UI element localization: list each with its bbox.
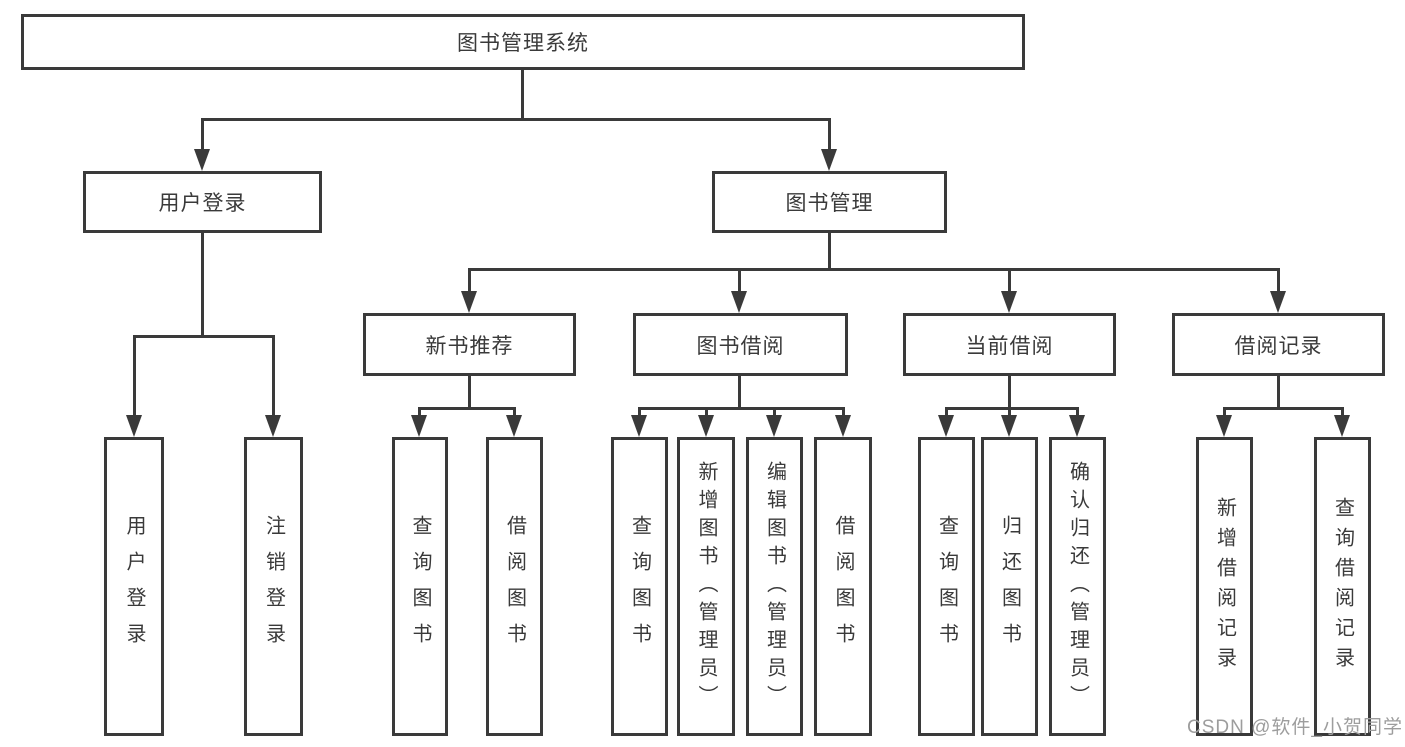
arrow-down-icon	[194, 149, 210, 171]
node-new-book-recommend-label: 新书推荐	[425, 334, 514, 358]
connector-recommend-hline	[418, 407, 516, 410]
arrow-down-icon	[506, 415, 522, 437]
leaf-query-books-current: 查询图书	[918, 437, 975, 736]
leaf-add-books-admin-label: 新增图书（管理员）	[695, 460, 717, 713]
watermark: CSDN @软件_小贺同学	[1187, 717, 1403, 738]
leaf-logout-login-label: 注销登录	[262, 514, 285, 659]
leaf-borrow-books-label: 借阅图书	[832, 514, 854, 659]
connector-leaf-drop	[1341, 407, 1344, 419]
arrow-down-icon	[1069, 415, 1085, 437]
leaf-add-borrow-record-label: 新增借阅记录	[1213, 496, 1236, 677]
connector-user-login-drop	[201, 118, 204, 151]
arrow-down-icon	[766, 415, 782, 437]
node-borrow-records-label: 借阅记录	[1234, 334, 1323, 358]
leaf-confirm-return-admin-label: 确认归还（管理员）	[1066, 460, 1089, 713]
arrow-down-icon	[461, 291, 477, 313]
connector-leaf-drop	[418, 407, 421, 419]
connector-records-hline	[1223, 407, 1344, 410]
connector-current-stem	[1008, 376, 1011, 409]
node-borrow-records: 借阅记录	[1172, 313, 1385, 376]
connector-leaf-drop	[1076, 407, 1079, 419]
node-book-borrow-label: 图书借阅	[696, 334, 785, 358]
connector-level3-drop	[1008, 268, 1011, 294]
connector-leaf-drop	[1008, 407, 1011, 419]
connector-root-stem	[521, 69, 524, 119]
leaf-borrow-books-recommend: 借阅图书	[486, 437, 543, 736]
connector-leaf-drop	[513, 407, 516, 419]
node-book-borrow: 图书借阅	[633, 313, 848, 376]
connector-records-stem	[1277, 376, 1280, 409]
connector-user-login-hline	[133, 335, 275, 338]
leaf-edit-books-admin: 编辑图书（管理员）	[746, 437, 803, 736]
arrow-down-icon	[821, 149, 837, 171]
arrow-down-icon	[411, 415, 427, 437]
connector-book-management-drop	[828, 118, 831, 151]
node-root: 图书管理系统	[21, 14, 1025, 70]
connector-level3-drop	[738, 268, 741, 294]
arrow-down-icon	[938, 415, 954, 437]
connector-leaf-drop	[705, 407, 708, 419]
node-new-book-recommend: 新书推荐	[363, 313, 576, 376]
leaf-return-books: 归还图书	[981, 437, 1038, 736]
connector-leaf-drop	[272, 335, 275, 419]
connector-root-hline	[201, 118, 831, 121]
arrow-down-icon	[731, 291, 747, 313]
leaf-query-borrow-record-label: 查询借阅记录	[1331, 496, 1354, 677]
arrow-down-icon	[631, 415, 647, 437]
node-book-management-label: 图书管理	[785, 192, 874, 215]
leaf-query-books-recommend-label: 查询图书	[409, 514, 431, 659]
arrow-down-icon	[126, 415, 142, 437]
leaf-query-borrow-record: 查询借阅记录	[1314, 437, 1371, 736]
leaf-add-books-admin: 新增图书（管理员）	[677, 437, 735, 736]
connector-level3-drop	[1277, 268, 1280, 294]
leaf-query-books-recommend: 查询图书	[392, 437, 448, 736]
leaf-logout-login: 注销登录	[244, 437, 303, 736]
connector-book-management-stem	[828, 233, 831, 270]
arrow-down-icon	[1270, 291, 1286, 313]
node-root-label: 图书管理系统	[457, 32, 589, 55]
connector-borrow-hline	[638, 407, 845, 410]
node-current-borrow-label: 当前借阅	[965, 334, 1054, 358]
leaf-user-login-label: 用户登录	[123, 514, 145, 659]
connector-leaf-drop	[842, 407, 845, 419]
leaf-confirm-return-admin: 确认归还（管理员）	[1049, 437, 1106, 736]
connector-leaf-drop	[133, 335, 136, 419]
arrow-down-icon	[1216, 415, 1232, 437]
node-user-login-label: 用户登录	[158, 192, 247, 215]
connector-recommend-stem	[468, 376, 471, 409]
arrow-down-icon	[265, 415, 281, 437]
connector-user-login-stem	[201, 233, 204, 337]
leaf-borrow-books: 借阅图书	[814, 437, 872, 736]
leaf-query-books-borrow: 查询图书	[611, 437, 668, 736]
connector-book-management-hline	[468, 268, 1280, 271]
node-book-management: 图书管理	[712, 171, 947, 233]
leaf-return-books-label: 归还图书	[998, 514, 1021, 659]
arrow-down-icon	[835, 415, 851, 437]
arrow-down-icon	[1001, 415, 1017, 437]
connector-current-hline	[945, 407, 1079, 410]
leaf-user-login: 用户登录	[104, 437, 164, 736]
leaf-borrow-books-recommend-label: 借阅图书	[503, 514, 526, 659]
connector-leaf-drop	[945, 407, 948, 419]
connector-leaf-drop	[1223, 407, 1226, 419]
connector-level3-drop	[468, 268, 471, 294]
connector-leaf-drop	[773, 407, 776, 419]
leaf-edit-books-admin-label: 编辑图书（管理员）	[763, 460, 786, 713]
node-current-borrow: 当前借阅	[903, 313, 1116, 376]
connector-leaf-drop	[638, 407, 641, 419]
node-user-login: 用户登录	[83, 171, 322, 233]
connector-borrow-stem	[738, 376, 741, 409]
leaf-add-borrow-record: 新增借阅记录	[1196, 437, 1253, 736]
arrow-down-icon	[698, 415, 714, 437]
arrow-down-icon	[1334, 415, 1350, 437]
leaf-query-books-current-label: 查询图书	[935, 514, 958, 659]
leaf-query-books-borrow-label: 查询图书	[628, 514, 651, 659]
arrow-down-icon	[1001, 291, 1017, 313]
